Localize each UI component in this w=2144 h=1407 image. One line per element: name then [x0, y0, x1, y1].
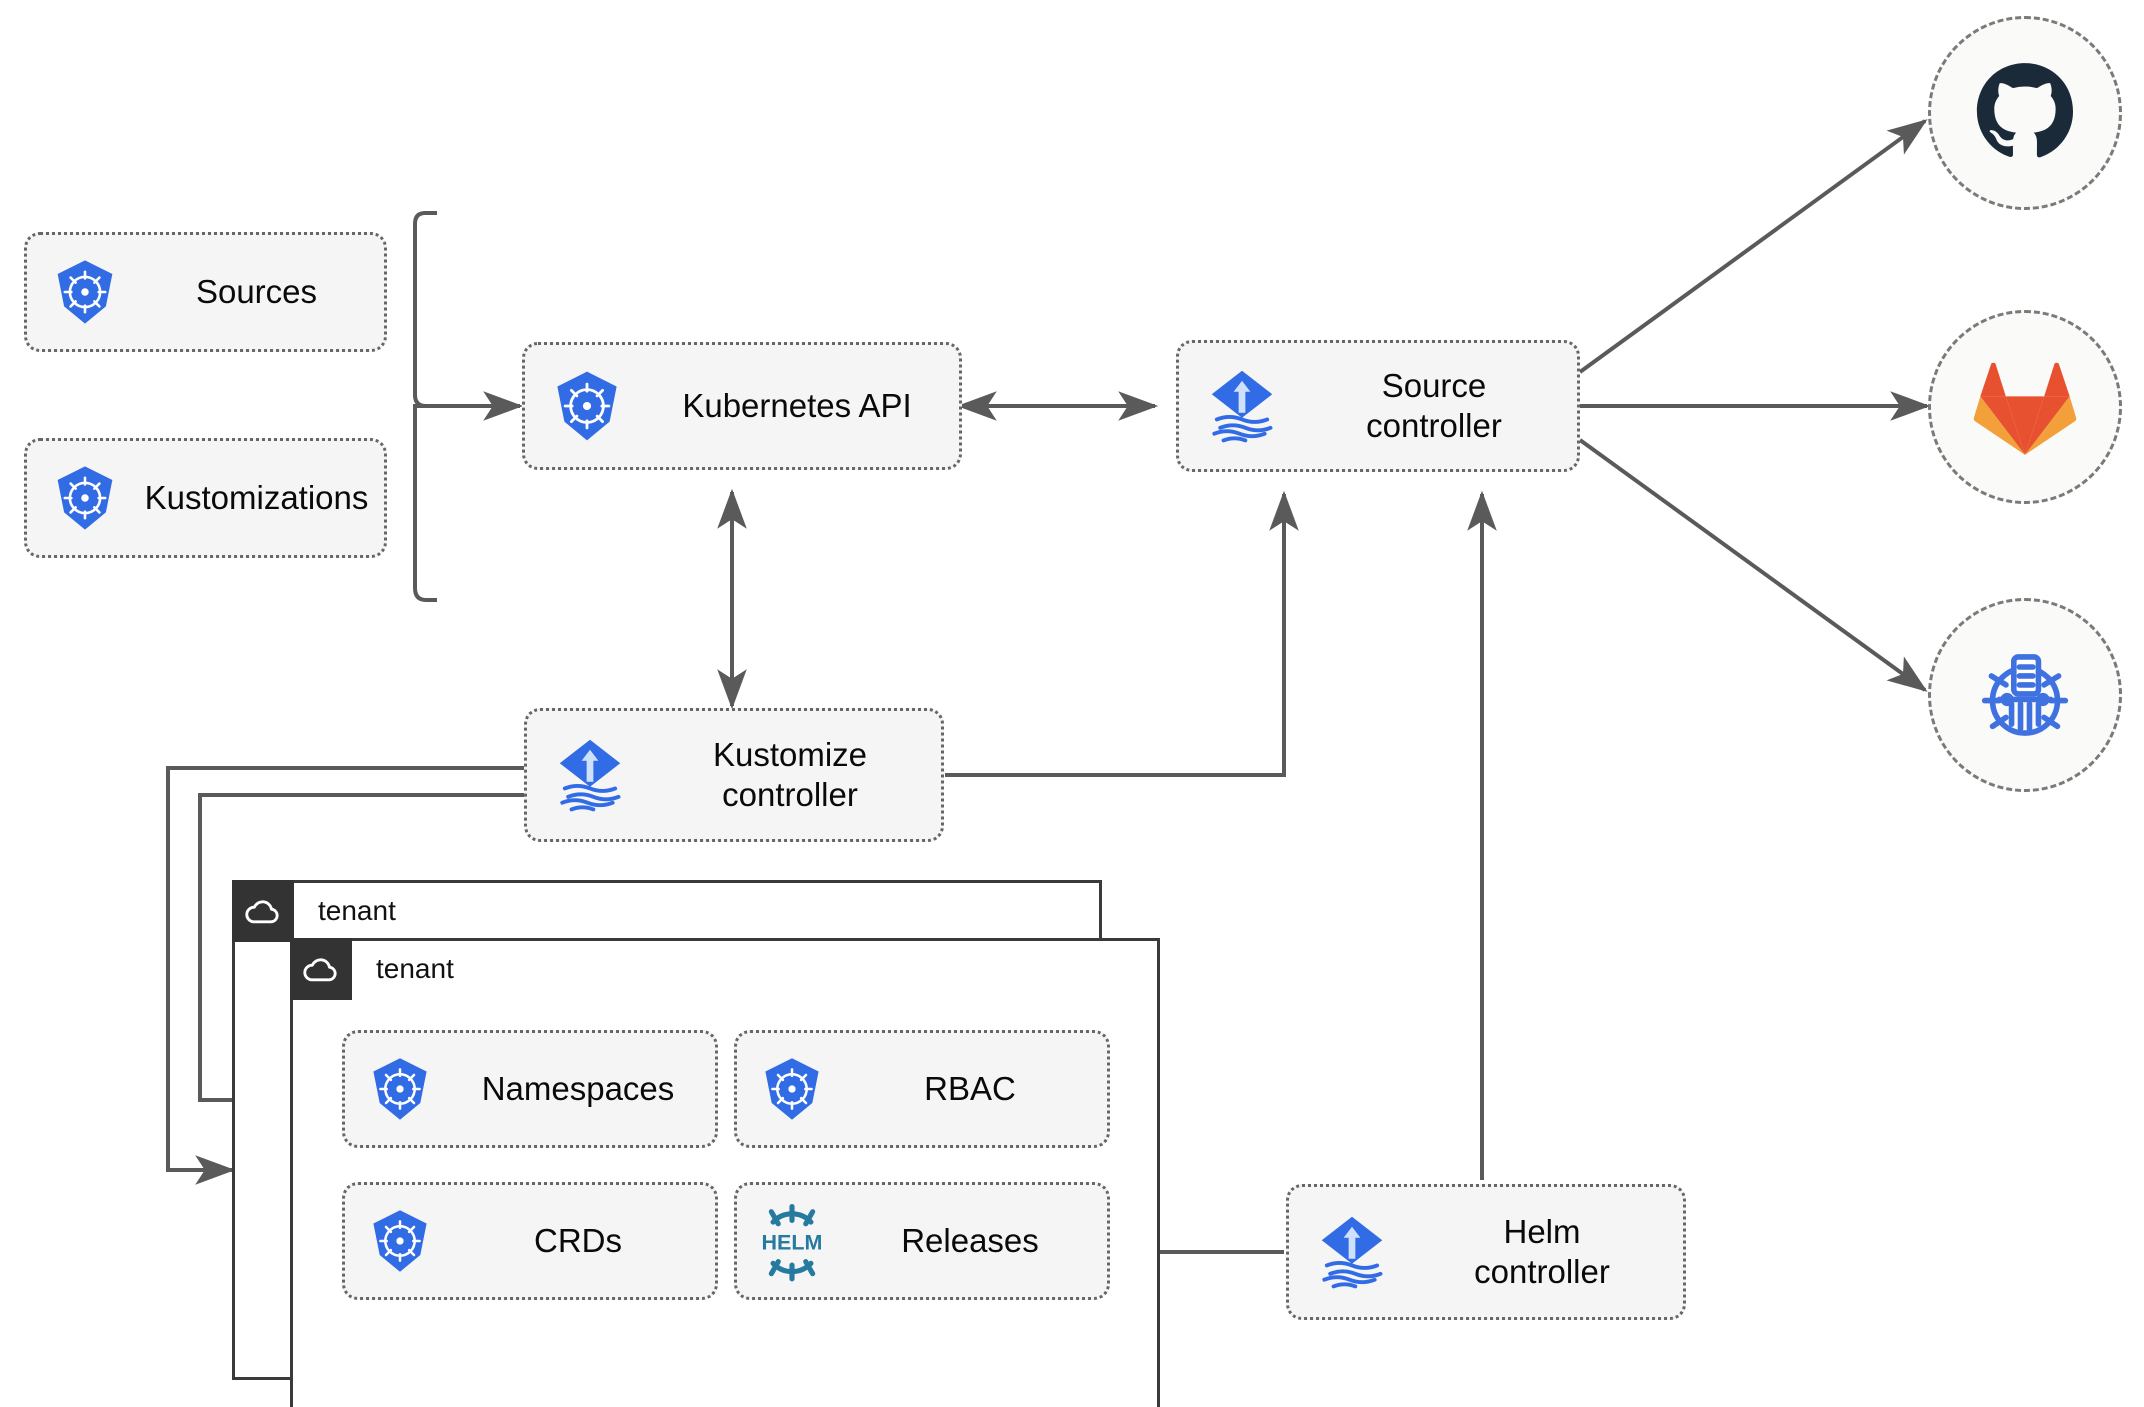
cloud-icon [290, 938, 352, 1000]
edge-source-to-github [1578, 119, 1928, 374]
edge-bracket [413, 211, 437, 602]
tenant-resource-crds[interactable]: CRDs [342, 1182, 718, 1300]
kubernetes-icon [27, 462, 143, 534]
tenant-header-1: tenant [232, 880, 396, 942]
source-controller-box[interactable]: Source controller [1176, 340, 1580, 472]
endpoint-gitlab[interactable] [1928, 310, 2122, 504]
kubernetes-icon [345, 1054, 455, 1124]
tenant-header-2: tenant [290, 938, 454, 1000]
tenant-resource-label: Releases [901, 1221, 1039, 1259]
tenant-resource-label: RBAC [924, 1069, 1016, 1107]
tenant-resource-releases[interactable]: HELM Releases [734, 1182, 1110, 1300]
resource-box-kustomizations[interactable]: Kustomizations [24, 438, 387, 558]
resource-label: Kustomizations [144, 478, 369, 516]
kubernetes-icon [27, 256, 143, 328]
tenant-resource-label: CRDs [534, 1221, 622, 1259]
edge-kustomize-to-source [945, 490, 1299, 777]
resource-box-sources[interactable]: Sources [24, 232, 387, 352]
gitlab-icon [1973, 362, 2077, 455]
github-icon [1976, 63, 2074, 158]
helm-controller-label: Helm controller [1474, 1212, 1610, 1290]
kustomize-controller-label: Kustomize controller [712, 735, 868, 813]
edge-source-to-helm-repository [1578, 438, 1928, 692]
tenant-resource-namespaces[interactable]: Namespaces [342, 1030, 718, 1148]
flux-icon [527, 733, 653, 817]
tenant-label-2: tenant [376, 953, 454, 984]
endpoint-github[interactable] [1928, 16, 2122, 210]
resource-label: Sources [195, 272, 318, 310]
flux-icon [1289, 1210, 1415, 1294]
svg-text:HELM: HELM [762, 1231, 823, 1255]
kubernetes-icon [737, 1054, 847, 1124]
helm-repository-icon [1981, 654, 2069, 736]
cloud-icon [232, 880, 294, 942]
kubernetes-api-box[interactable]: Kubernetes API [522, 342, 962, 470]
kubernetes-api-label: Kubernetes API [682, 386, 912, 424]
tenant-resource-label: Namespaces [481, 1069, 675, 1107]
kustomize-controller-box[interactable]: Kustomize controller [524, 708, 944, 842]
tenant-resource-rbac[interactable]: RBAC [734, 1030, 1110, 1148]
tenant-label-1: tenant [318, 895, 396, 926]
kubernetes-icon [345, 1206, 455, 1276]
endpoint-helm-repository[interactable] [1928, 598, 2122, 792]
tenant-container-2[interactable]: tenant [290, 938, 1160, 1407]
helm-controller-box[interactable]: Helm controller [1286, 1184, 1686, 1320]
source-controller-label: Source controller [1366, 366, 1502, 444]
flux-icon [1179, 364, 1305, 448]
kubernetes-icon [525, 367, 649, 445]
helm-icon: HELM [737, 1198, 847, 1284]
